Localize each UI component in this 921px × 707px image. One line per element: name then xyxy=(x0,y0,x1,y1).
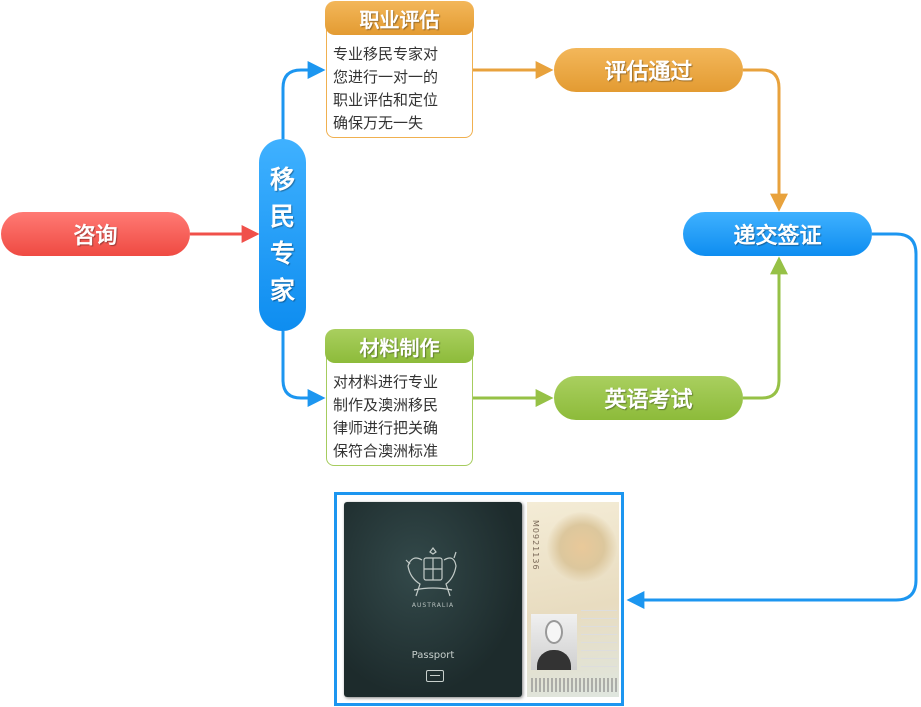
expert-char-1: 移 xyxy=(269,165,295,194)
assessment-card: 职业评估 专业移民专家对 您进行一对一的 职业评估和定位 确保万无一失 xyxy=(325,1,474,138)
passport-serial: M0921136 xyxy=(531,520,540,571)
materials-line-2: 制作及澳洲移民 xyxy=(333,396,439,414)
assessment-line-3: 职业评估和定位 xyxy=(333,91,439,109)
assessment-line-2: 您进行一对一的 xyxy=(333,68,439,86)
passport-word: Passport xyxy=(411,650,455,661)
submit-visa-node: 递交签证 xyxy=(683,212,872,256)
arrow-passed-to-submit xyxy=(743,68,788,212)
passport-photo: AUSTRALIA Passport M0921136 xyxy=(334,492,624,706)
passport-cover: AUSTRALIA Passport xyxy=(344,502,522,697)
passport-mrz xyxy=(531,678,617,692)
passport-country: AUSTRALIA xyxy=(411,602,455,609)
materials-title-bar: 材料制作 xyxy=(325,329,474,363)
materials-card: 材料制作 对材料进行专业 制作及澳洲移民 律师进行把关确 保符合澳洲标准 xyxy=(325,329,474,466)
arrow-submit-to-passport xyxy=(626,232,918,609)
passport-data-page: M0921136 xyxy=(527,502,619,697)
materials-line-4: 保符合澳洲标准 xyxy=(333,442,439,460)
consult-label: 咨询 xyxy=(73,224,118,249)
materials-title: 材料制作 xyxy=(359,335,440,360)
assessment-passed-node: 评估通过 xyxy=(554,48,743,92)
arrow-expert-to-assessment xyxy=(281,61,326,140)
assessment-passed-label: 评估通过 xyxy=(604,60,693,85)
holder-head xyxy=(545,620,563,644)
passport-text-lines xyxy=(581,610,617,672)
passport-holder-photo xyxy=(531,614,577,670)
arrow-expert-to-materials xyxy=(281,331,326,407)
coat-of-arms-icon xyxy=(405,547,457,597)
assessment-title: 职业评估 xyxy=(359,7,440,32)
english-test-label: 英语考试 xyxy=(604,388,693,413)
materials-line-1: 对材料进行专业 xyxy=(333,373,439,391)
passport-seal xyxy=(547,512,617,582)
assessment-line-4: 确保万无一失 xyxy=(333,114,424,132)
materials-description: 对材料进行专业 制作及澳洲移民 律师进行把关确 保符合澳洲标准 xyxy=(333,371,468,463)
arrow-english-to-submit xyxy=(743,256,788,400)
assessment-title-bar: 职业评估 xyxy=(325,1,474,35)
materials-line-3: 律师进行把关确 xyxy=(333,419,439,437)
expert-char-4: 家 xyxy=(269,276,295,305)
expert-char-3: 专 xyxy=(269,239,295,268)
english-test-node: 英语考试 xyxy=(554,376,743,420)
submit-visa-label: 递交签证 xyxy=(733,224,822,249)
holder-shoulders xyxy=(537,650,571,670)
assessment-description: 专业移民专家对 您进行一对一的 职业评估和定位 确保万无一失 xyxy=(333,43,468,135)
biometric-chip-icon xyxy=(426,670,444,682)
consult-node: 咨询 xyxy=(1,212,190,256)
expert-char-2: 民 xyxy=(269,202,295,231)
assessment-line-1: 专业移民专家对 xyxy=(333,45,439,63)
expert-node: 移 民 专 家 xyxy=(259,139,306,331)
